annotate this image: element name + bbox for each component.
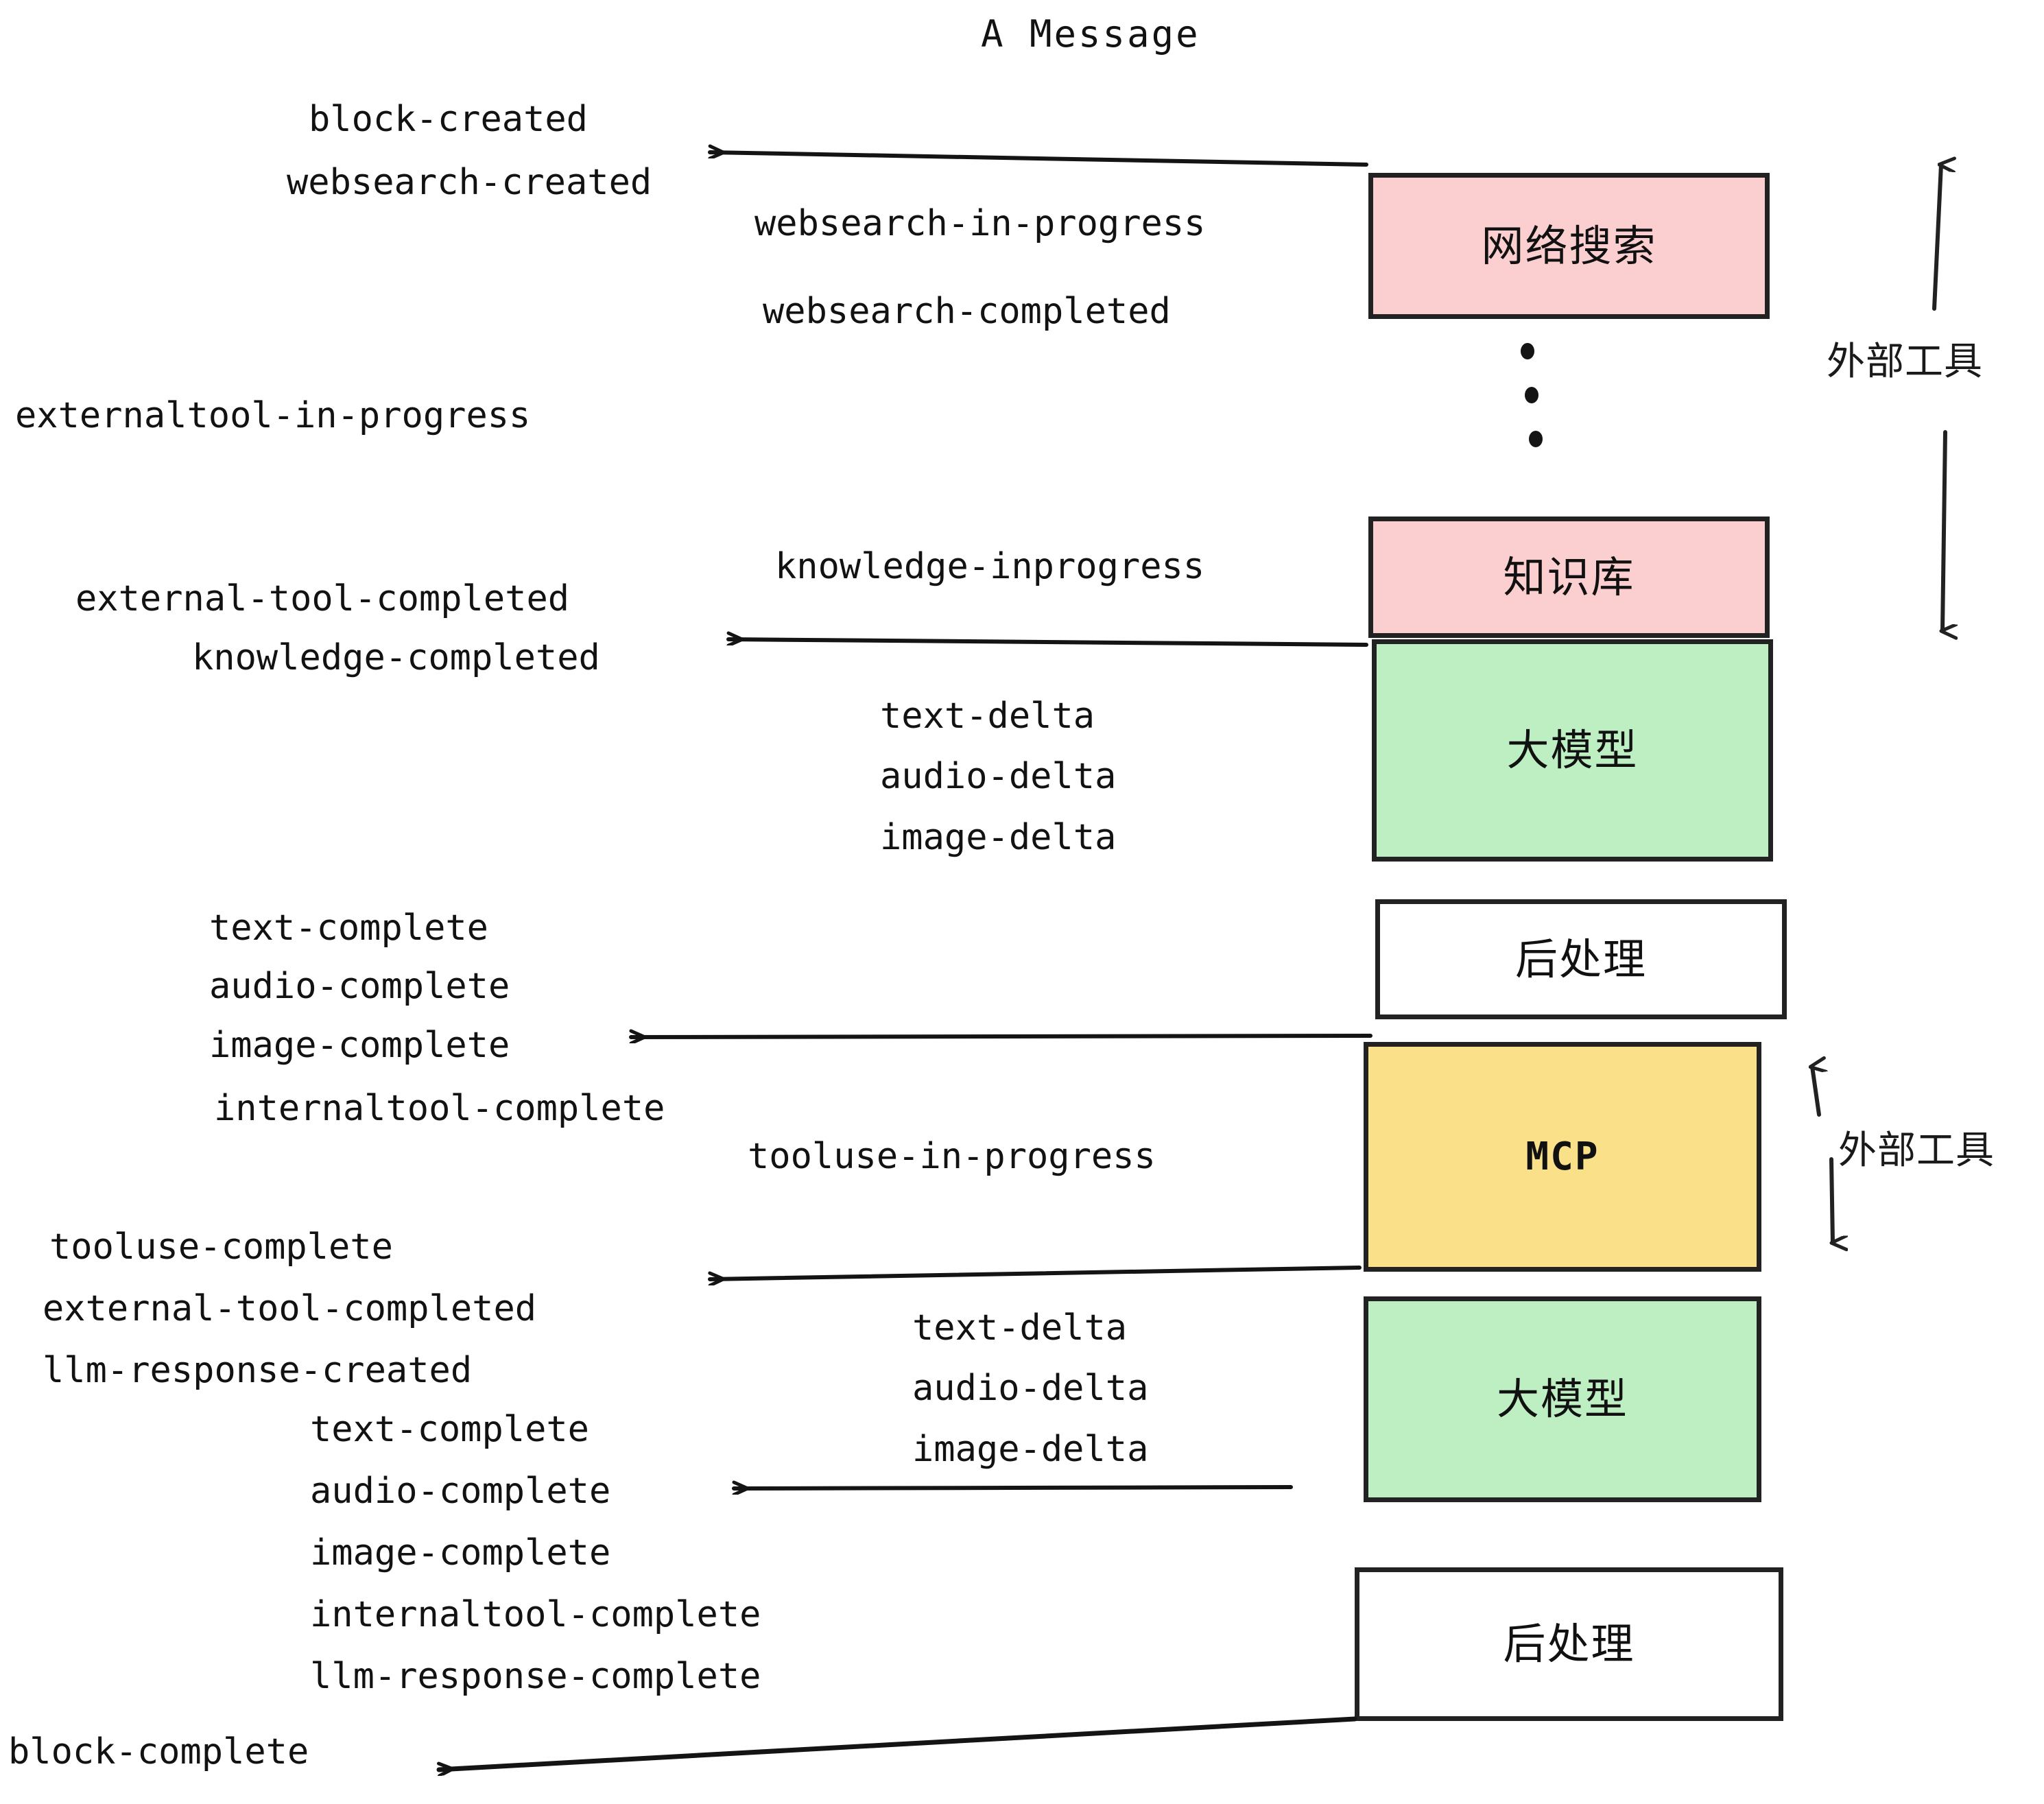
arrow-websearch-to-block-created [708,152,1368,167]
node-postprocess-2[interactable]: 后处理 [1355,1567,1783,1721]
arrow-postprocess2-to-block-complete [436,1716,1357,1770]
arrow-external-tools-lower-up [1812,1067,1819,1117]
node-label: 知识库 [1503,551,1635,602]
event-websearch-created: websearch-created [287,162,652,203]
page-title: A Message [981,12,1200,56]
arrow-knowledge-to-knowledge-completed [726,639,1368,647]
event-image-delta-1: image-delta [880,817,1117,858]
event-text-delta-1: text-delta [880,696,1095,737]
event-image-complete-2: image-complete [310,1532,611,1574]
ellipsis-dot [1521,343,1534,359]
event-tooluse-in-progress: tooluse-in-progress [748,1136,1156,1177]
event-internaltool-complete-2: internaltool-complete [310,1594,761,1635]
node-knowledge[interactable]: 知识库 [1368,517,1770,638]
event-knowledge-completed: knowledge-completed [192,637,600,678]
arrow-mcp-to-tooluse-complete [708,1266,1362,1279]
arrow-external-tools-upper-up [1932,165,1941,311]
event-knowledge-inprogress: knowledge-inprogress [775,546,1205,587]
event-llm-response-complete: llm-response-complete [310,1656,761,1697]
event-llm-response-created: llm-response-created [43,1350,473,1391]
event-image-complete-1: image-complete [209,1025,510,1066]
event-text-complete-1: text-complete [209,907,488,949]
arrow-external-tools-lower-down [1829,1157,1833,1243]
event-tooluse-complete: tooluse-complete [49,1226,393,1268]
event-websearch-completed: websearch-completed [763,291,1171,332]
event-audio-delta-2: audio-delta [912,1368,1149,1409]
event-image-delta-2: image-delta [912,1429,1149,1470]
side-label-external-tools-upper: 外部工具 [1827,340,1983,384]
node-llm-1[interactable]: 大模型 [1372,639,1773,862]
node-label: 网络搜索 [1481,220,1657,271]
event-externaltool-in-progress: externaltool-in-progress [15,395,531,436]
event-text-delta-2: text-delta [912,1307,1128,1349]
event-external-tool-completed-1: external-tool-completed [75,578,570,619]
node-label: 大模型 [1506,725,1639,775]
arrow-llm2-to-audio-complete [732,1487,1293,1488]
event-block-created: block-created [309,99,588,140]
event-block-complete: block-complete [8,1731,309,1772]
event-external-tool-completed-2: external-tool-completed [43,1288,537,1329]
event-text-complete-2: text-complete [310,1409,589,1450]
vertical-ellipsis [1519,343,1560,466]
event-audio-delta-1: audio-delta [880,756,1117,797]
ellipsis-dot [1529,431,1543,447]
event-audio-complete-2: audio-complete [310,1471,611,1512]
ellipsis-dot [1525,387,1538,403]
node-label: 后处理 [1514,934,1647,984]
node-mcp[interactable]: MCP [1364,1042,1761,1272]
event-internaltool-complete-1: internaltool-complete [214,1088,665,1129]
side-label-external-tools-lower: 外部工具 [1838,1128,1995,1173]
node-label: 后处理 [1503,1619,1635,1669]
arrow-external-tools-upper-down [1942,430,1945,631]
arrow-postprocess-to-image-complete [629,1036,1372,1037]
event-websearch-in-progress: websearch-in-progress [754,203,1206,244]
event-audio-complete-1: audio-complete [209,966,510,1007]
node-postprocess-1[interactable]: 后处理 [1375,899,1787,1019]
node-label: MCP [1525,1134,1600,1179]
node-label: 大模型 [1496,1374,1628,1424]
node-llm-2[interactable]: 大模型 [1364,1296,1761,1502]
node-websearch[interactable]: 网络搜索 [1368,173,1770,319]
